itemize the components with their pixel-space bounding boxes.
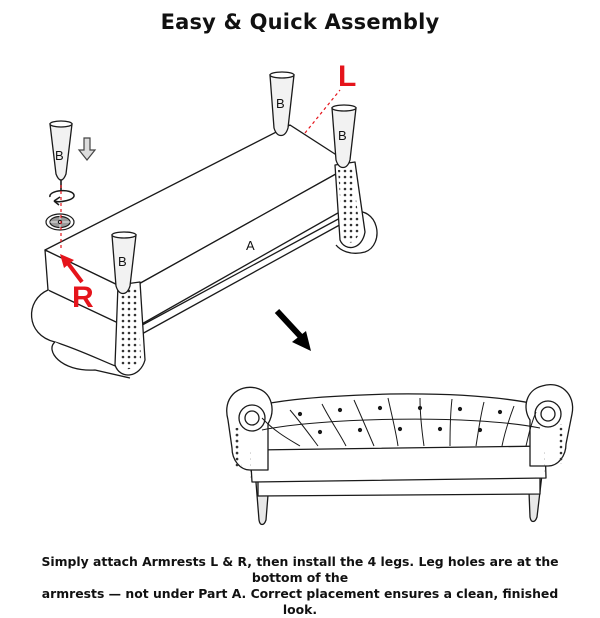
seat-label: A — [246, 238, 255, 253]
assembly-diagram: A B B B B — [30, 60, 574, 526]
leg-back-right — [331, 104, 357, 169]
leg-back-left — [269, 71, 295, 137]
bold-arrow-icon — [274, 308, 311, 351]
tufted-top — [227, 393, 561, 451]
leg-label-3: B — [118, 254, 127, 269]
armrest-label-l: L — [338, 60, 356, 93]
leg-label-4: B — [55, 148, 64, 163]
caption-line-2: armrests — not under Part A. Correct pla… — [41, 586, 559, 617]
instruction-caption: Simply attach Armrests L & R, then insta… — [36, 554, 564, 618]
mounting-plate — [45, 213, 75, 231]
down-arrow-icon — [77, 137, 97, 161]
leg-label-2: B — [338, 128, 347, 143]
leg-front-right — [111, 231, 137, 295]
bench-finished — [226, 384, 574, 526]
bench-upside-down — [30, 124, 378, 379]
finished-studs — [234, 424, 563, 478]
red-arrow-icon — [60, 254, 84, 284]
guide-lines — [60, 89, 341, 250]
leg-label-1: B — [276, 96, 285, 111]
tufting — [261, 397, 541, 447]
armrest-label-r: R — [72, 281, 94, 314]
rotate-arrow-icon — [49, 189, 75, 206]
page-title: Easy & Quick Assembly — [160, 10, 440, 34]
leg-loose — [49, 120, 73, 190]
caption-line-1: Simply attach Armrests L & R, then insta… — [41, 554, 559, 585]
